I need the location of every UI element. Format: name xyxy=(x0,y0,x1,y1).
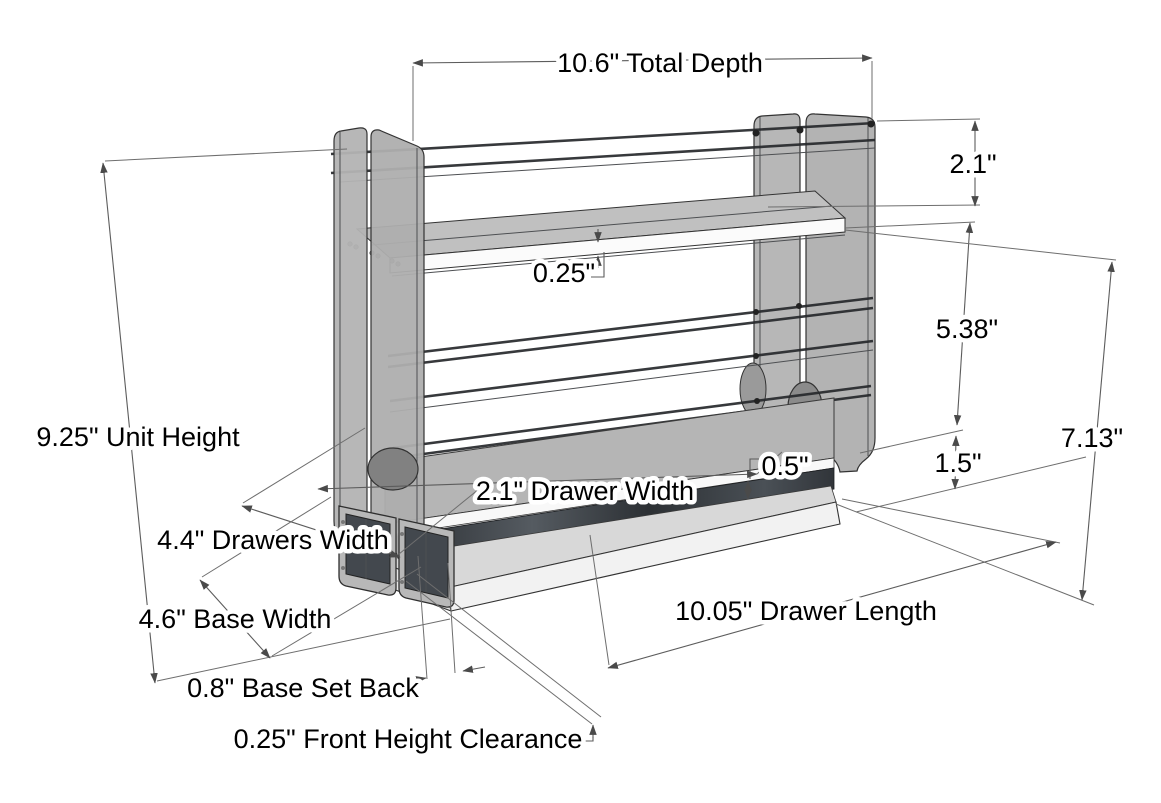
label-side-height: 7.13" xyxy=(1061,423,1123,453)
extension-line xyxy=(876,118,981,122)
dim-base-width xyxy=(199,496,422,659)
front-right-panel xyxy=(370,129,425,564)
dim-unit-height xyxy=(100,148,451,684)
arrow-line xyxy=(462,665,486,673)
extension-line xyxy=(844,229,1117,261)
label-unit-height: 9.25" Unit Height xyxy=(36,422,240,452)
extension-line xyxy=(398,488,480,555)
dim-drawer-length xyxy=(589,498,1061,669)
drawer-bolt xyxy=(400,580,404,584)
label-drawers-width: 4.4" Drawers Width xyxy=(157,525,389,555)
dim-line xyxy=(241,505,401,558)
extension-line xyxy=(841,498,1061,544)
dim-total-depth xyxy=(412,54,873,141)
label-drawer-length: 10.05" Drawer Length xyxy=(675,596,937,626)
label-base-width: 4.6" Base Width xyxy=(139,604,332,634)
dim-base-height xyxy=(855,435,1087,513)
dim-line xyxy=(607,541,1057,669)
rail-joint xyxy=(796,303,802,309)
rail-joint xyxy=(754,398,760,404)
front-left-panel xyxy=(333,127,368,548)
dim-middle-section-height xyxy=(844,221,976,454)
extension-line xyxy=(835,503,1095,606)
rail-joint xyxy=(753,309,759,315)
label-drawer-width: 2.1" Drawer Width xyxy=(476,476,694,506)
shelf-bottom-line xyxy=(391,234,846,277)
leader-line xyxy=(591,252,605,278)
mid-rail-2 xyxy=(387,306,874,369)
extension-line xyxy=(767,204,981,208)
extension-line xyxy=(156,618,451,682)
dim-drawers-width xyxy=(241,427,480,558)
dimension-labels: 10.6" Total Depth 2.1" 0.25" 5.38" 7.13"… xyxy=(32,44,1128,759)
dim-line xyxy=(412,54,873,67)
mid-rail xyxy=(387,296,874,358)
rail-joint xyxy=(753,353,759,359)
dim-drawer-width xyxy=(317,451,783,493)
dim-shelf-thickness xyxy=(591,229,605,278)
shelf-top-groove xyxy=(371,205,833,246)
dim-side-height xyxy=(835,229,1117,606)
rack-unit xyxy=(330,113,876,612)
dim-line xyxy=(317,470,758,493)
extension-line xyxy=(104,148,348,162)
drawer-bolt xyxy=(341,520,345,524)
dim-line xyxy=(951,435,960,490)
label-total-depth: 10.6" Total Depth xyxy=(557,48,763,78)
label-base-set-back: 0.8" Base Set Back xyxy=(187,673,419,703)
bottom-rail xyxy=(392,384,872,450)
dim-line xyxy=(1079,261,1115,601)
extension-line xyxy=(756,451,783,475)
extension-line xyxy=(589,534,610,666)
dim-line xyxy=(199,579,271,659)
dim-front-height-clearance xyxy=(405,573,602,742)
label-base-height: 1.5" xyxy=(934,448,981,478)
extension-line xyxy=(201,496,332,578)
label-slide-height: 0.5" xyxy=(761,451,808,481)
rail-joint xyxy=(752,129,760,137)
label-front-height-clearance: 0.25" Front Height Clearance xyxy=(234,724,583,754)
dim-line xyxy=(100,162,158,684)
dim-upper-section-height xyxy=(767,118,981,208)
extension-line xyxy=(416,573,602,718)
label-middle-section-height: 5.38" xyxy=(936,314,998,344)
top-rail-echo xyxy=(339,147,876,183)
extension-line xyxy=(844,221,976,229)
extension-line xyxy=(859,429,964,454)
lower-rail xyxy=(389,339,874,403)
front-panels xyxy=(333,127,425,564)
lower-rail-echo xyxy=(389,349,874,413)
extension-line xyxy=(405,580,593,725)
label-shelf-thickness: 0.25" xyxy=(533,258,595,288)
drawer-bolt xyxy=(341,566,345,570)
arrow-line xyxy=(403,676,427,684)
dim-line xyxy=(953,222,974,426)
extension-line xyxy=(447,562,456,674)
dimension-annotations xyxy=(100,54,1117,742)
extension-line xyxy=(271,566,422,657)
extension-line xyxy=(242,427,366,504)
label-upper-section-height: 2.1" xyxy=(949,149,996,179)
drawer-bolt xyxy=(400,532,404,536)
extension-line xyxy=(855,456,1087,513)
back-panel-hole-2 xyxy=(739,362,767,416)
front-panel-hole xyxy=(367,447,419,491)
rail-joint xyxy=(867,120,875,128)
leader-line xyxy=(581,737,594,742)
rail-joint xyxy=(796,126,804,134)
